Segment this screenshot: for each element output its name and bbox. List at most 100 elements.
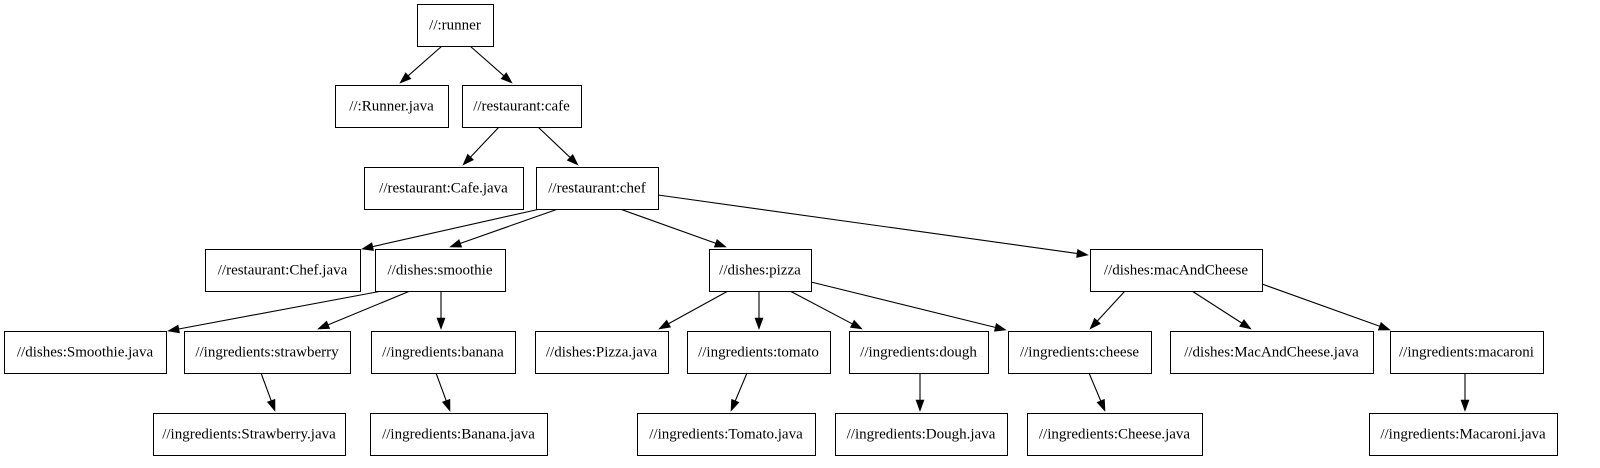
node-label: //ingredients:dough: [860, 344, 977, 360]
node-label: //dishes:pizza: [719, 262, 801, 278]
graph-node[interactable]: //dishes:MacAndCheese.java: [1170, 331, 1374, 374]
node-label: //dishes:Smoothie.java: [17, 344, 154, 360]
arrowhead-icon: [1377, 322, 1391, 331]
graph-edge: [449, 208, 559, 248]
node-box[interactable]: [153, 413, 346, 456]
graph-edge: [1191, 290, 1252, 330]
graph-node[interactable]: //dishes:Smoothie.java: [4, 331, 167, 374]
node-box[interactable]: [462, 85, 582, 128]
graph-node[interactable]: //:runner: [417, 4, 494, 47]
graph-node[interactable]: //ingredients:strawberry: [184, 331, 351, 374]
node-box[interactable]: [709, 249, 812, 292]
node-label: //:Runner.java: [349, 98, 434, 114]
graph-node[interactable]: //dishes:pizza: [709, 249, 812, 292]
node-box[interactable]: [364, 167, 524, 210]
graph-node[interactable]: //dishes:Pizza.java: [535, 331, 669, 374]
graph-node[interactable]: //ingredients:cheese: [1008, 331, 1152, 374]
edge-line: [435, 372, 448, 403]
arrowhead-icon: [317, 320, 331, 330]
node-box[interactable]: [370, 413, 548, 456]
node-label: //ingredients:Banana.java: [382, 426, 535, 442]
graph-node[interactable]: //ingredients:Macaroni.java: [1369, 413, 1558, 456]
node-label: //ingredients:Cheese.java: [1039, 426, 1191, 442]
graph-edge: [537, 126, 579, 166]
graph-node[interactable]: //restaurant:Cafe.java: [364, 167, 524, 210]
arrowhead-icon: [713, 239, 727, 248]
graph-node[interactable]: //restaurant:Chef.java: [205, 249, 361, 292]
node-label: //ingredients:Dough.java: [847, 426, 996, 442]
graph-node[interactable]: //ingredients:Dough.java: [835, 413, 1008, 456]
node-box[interactable]: [184, 331, 351, 374]
edge-line: [619, 208, 718, 245]
graph-node[interactable]: //dishes:macAndCheese: [1090, 249, 1263, 292]
arrowhead-icon: [1076, 249, 1089, 258]
node-label: //restaurant:cafe: [473, 98, 570, 114]
node-box[interactable]: [205, 249, 361, 292]
graph-node[interactable]: //ingredients:Strawberry.java: [153, 413, 346, 456]
node-label: //ingredients:Strawberry.java: [162, 426, 336, 442]
graph-edge: [435, 372, 451, 412]
arrowhead-icon: [399, 72, 412, 84]
edge-line: [810, 281, 997, 329]
node-box[interactable]: [849, 331, 989, 374]
node-label: //restaurant:Chef.java: [218, 262, 348, 278]
graph-edge: [789, 290, 863, 330]
arrowhead-icon: [167, 324, 180, 334]
graph-edge: [260, 372, 276, 412]
graph-edge: [1088, 372, 1106, 412]
node-label: //dishes:Pizza.java: [546, 344, 658, 360]
node-label: //dishes:smoothie: [388, 262, 493, 278]
graph-node[interactable]: //:Runner.java: [335, 85, 449, 128]
node-box[interactable]: [835, 413, 1008, 456]
graph-node[interactable]: //dishes:smoothie: [375, 249, 506, 292]
graph-node[interactable]: //ingredients:Tomato.java: [637, 413, 816, 456]
arrowhead-icon: [1096, 398, 1106, 412]
graph-edge: [730, 372, 748, 412]
arrowhead-icon: [993, 322, 1007, 332]
edge-line: [326, 290, 411, 326]
graph-node[interactable]: //ingredients:tomato: [687, 331, 831, 374]
node-box[interactable]: [1090, 249, 1263, 292]
edge-line: [458, 208, 559, 245]
node-label: //ingredients:tomato: [698, 344, 819, 360]
node-box[interactable]: [375, 249, 506, 292]
node-label: //ingredients:banana: [382, 344, 504, 360]
graph-node[interactable]: //restaurant:cafe: [462, 85, 582, 128]
node-box[interactable]: [417, 4, 494, 47]
graph-edge: [657, 194, 1089, 258]
graph-node[interactable]: //ingredients:banana: [371, 331, 516, 374]
node-box[interactable]: [687, 331, 831, 374]
node-box[interactable]: [335, 85, 449, 128]
node-box[interactable]: [4, 331, 167, 374]
arrowhead-icon: [500, 72, 513, 84]
graph-edge: [658, 290, 729, 330]
node-box[interactable]: [1027, 413, 1203, 456]
node-box[interactable]: [535, 331, 669, 374]
arrowhead-icon: [449, 239, 463, 248]
graph-edge: [619, 208, 727, 248]
arrowhead-icon: [1239, 319, 1252, 330]
arrowhead-icon: [658, 319, 672, 330]
graph-node[interactable]: //ingredients:Banana.java: [370, 413, 548, 456]
node-box[interactable]: [1008, 331, 1152, 374]
node-label: //ingredients:strawberry: [195, 344, 339, 360]
edge-line: [1088, 372, 1102, 403]
node-label: //ingredients:macaroni: [1399, 344, 1534, 360]
graph-node[interactable]: //restaurant:chef: [536, 167, 659, 210]
node-box[interactable]: [536, 167, 659, 210]
edges-layer: [167, 45, 1470, 412]
node-box[interactable]: [1390, 331, 1544, 374]
edge-line: [371, 208, 541, 248]
node-box[interactable]: [637, 413, 816, 456]
graph-node[interactable]: //ingredients:Cheese.java: [1027, 413, 1203, 456]
edge-line: [469, 126, 500, 159]
node-box[interactable]: [1170, 331, 1374, 374]
graph-node[interactable]: //ingredients:dough: [849, 331, 989, 374]
graph-edge: [399, 45, 443, 84]
arrowhead-icon: [1460, 399, 1470, 412]
node-box[interactable]: [371, 331, 516, 374]
node-box[interactable]: [1369, 413, 1558, 456]
graph-node[interactable]: //ingredients:macaroni: [1390, 331, 1544, 374]
